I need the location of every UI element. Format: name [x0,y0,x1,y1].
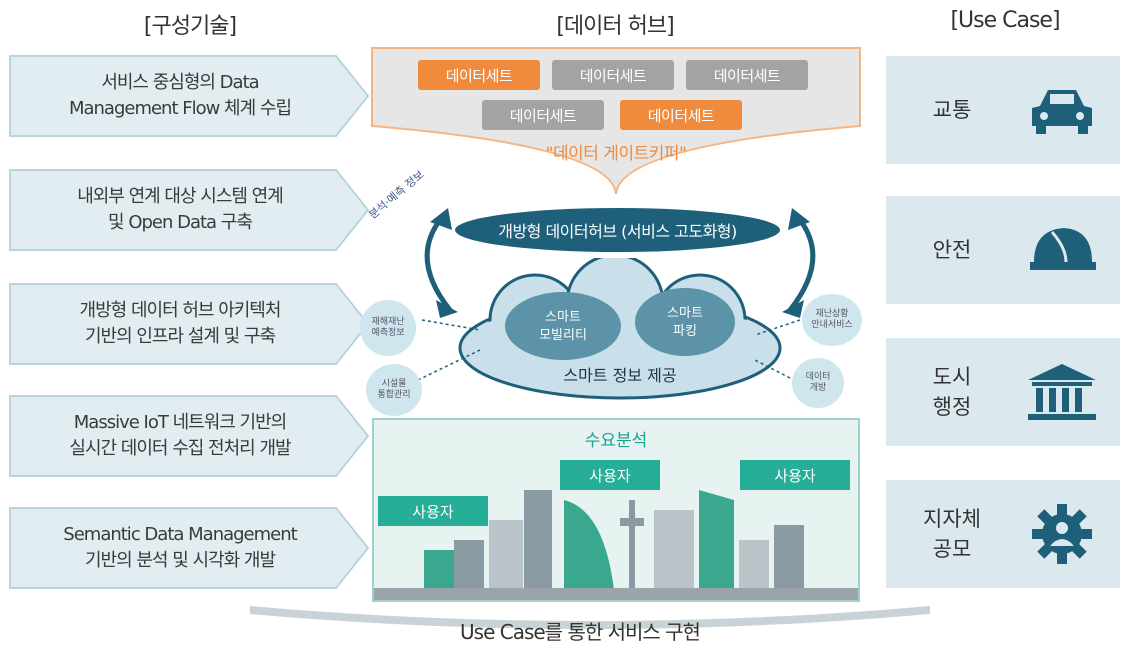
car-icon [1032,90,1092,134]
tech-item-label: 내외부 연계 대상 시스템 연계 및 Open Data 구축 [77,186,284,233]
usecase-traffic: 교통 [886,56,1120,164]
footer-caption: Use Case를 통한 서비스 구현 [460,620,701,644]
usecase-label: 지자체 공모 [923,507,981,561]
dataset-chip: 데이터세트 [686,60,808,90]
government-building-icon [1028,364,1096,420]
user-label: 사용자 [378,496,488,526]
city-skyline-icon [374,490,858,600]
info-bubble: 재해재난 예측정보 [360,300,416,356]
usecase-safety: 안전 [886,196,1120,304]
usecase-local-gov: 지자체 공모 [886,480,1120,588]
gear-person-icon [1032,504,1092,564]
tech-header: [구성기술] [143,14,237,39]
hub-header: [데이터 허브] [556,14,674,39]
arrow-shape-icon [9,507,370,589]
usecase-administration: 도시 행정 [886,338,1120,446]
usecase-header: [Use Case] [950,8,1060,33]
dataset-chip: 데이터세트 [418,60,540,90]
tech-item-2: 내외부 연계 대상 시스템 연계 및 Open Data 구축 [8,168,370,252]
gatekeeper-label: "데이터 게이트키퍼" [545,144,687,164]
user-label: 사용자 [560,460,660,490]
arrow-shape-icon [9,283,370,365]
cloud-icon [458,258,782,400]
arrow-shape-icon [9,55,370,137]
footer-arc [250,606,930,629]
tech-item-1: 서비스 중심형의 Data Management Flow 체계 수립 [8,54,370,138]
tech-item-5: Semantic Data Management 기반의 분석 및 시각화 개발 [8,506,370,590]
smart-mobility: 스마트 모빌리티 [539,310,587,343]
demand-label: 수요분석 [584,431,648,451]
tech-item-label: 개방형 데이터 허브 아키텍처 기반의 인프라 설계 및 구축 [79,300,282,347]
dataset-chip: 데이터세트 [552,60,674,90]
usecase-label: 도시 행정 [932,365,972,419]
dataset-chip: 데이터세트 [620,100,742,130]
usecase-label: 교통 [932,98,972,122]
open-data-hub: 개방형 데이터허브 (서비스 고도화형) [455,208,780,252]
info-bubble: 시설물 통합관리 [366,364,422,416]
tech-item-label: 서비스 중심형의 Data Management Flow 체계 수립 [68,72,292,119]
usecase-label: 안전 [932,238,972,262]
info-bubble: 데이터 개방 [792,358,844,408]
bubble-connectors [417,319,801,381]
smart-parking: 스마트 파킹 [667,306,703,339]
user-label: 사용자 [740,460,850,490]
tech-item-3: 개방형 데이터 허브 아키텍처 기반의 인프라 설계 및 구축 [8,282,370,366]
tech-item-4: Massive IoT 네트워크 기반의 실시간 데이터 수집 전처리 개발 [8,394,370,478]
dataset-chip: 데이터세트 [482,100,604,130]
flow-arrows [424,208,816,318]
arrow-shape-icon [9,169,370,251]
smart-info-label: 스마트 정보 제공 [563,366,677,385]
tech-item-label: Semantic Data Management 기반의 분석 및 시각화 개발 [63,524,297,571]
tech-item-label: Massive IoT 네트워크 기반의 실시간 데이터 수집 전처리 개발 [69,412,291,459]
helmet-icon [1030,228,1096,270]
info-bubble: 재난상황 안내서비스 [802,294,862,346]
arrow-shape-icon [9,395,370,477]
